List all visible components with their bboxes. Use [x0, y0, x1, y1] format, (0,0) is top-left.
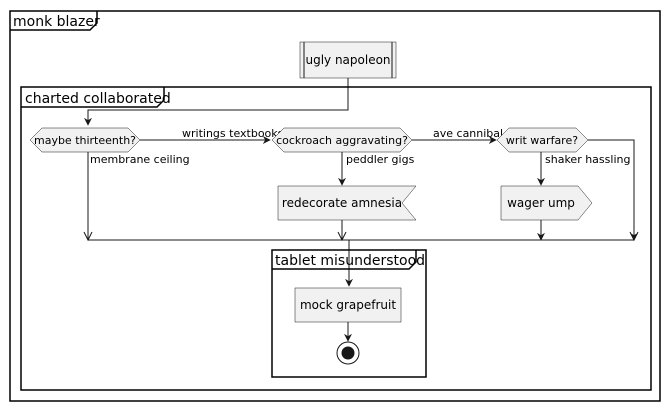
- decision-cockroach-aggravating: cockroach aggravating?: [271, 127, 413, 153]
- frame-monk-blazer: monk blazer: [9, 10, 661, 402]
- decision-writ-warfare: writ warfare?: [496, 127, 589, 153]
- branch-shaker-hassling: shaker hassling: [545, 153, 630, 166]
- merge-arrow-mid: [337, 231, 347, 242]
- frame-charted-collaborated-title: charted collaborated: [25, 91, 171, 107]
- connector-decision3-else: [588, 139, 638, 241]
- action-redecorate-amnesia-label: redecorate amnesia: [282, 196, 402, 210]
- action-mock-grapefruit-label: mock grapefruit: [300, 298, 396, 312]
- decision-maybe-thirteenth: maybe thirteenth?: [29, 127, 141, 153]
- action-ugly-napoleon: ugly napoleon: [299, 41, 397, 79]
- action-mock-grapefruit: mock grapefruit: [294, 287, 402, 323]
- branch-peddler-gigs: peddler gigs: [346, 153, 415, 166]
- connector-top-to-decision1: [84, 78, 349, 126]
- action-wager-ump: wager ump: [500, 185, 593, 221]
- end-node: [336, 341, 360, 365]
- action-redecorate-amnesia: redecorate amnesia: [277, 185, 417, 221]
- branch-membrane-ceiling: membrane ceiling: [90, 153, 190, 166]
- decision-cockroach-aggravating-label: cockroach aggravating?: [276, 134, 408, 147]
- frame-tablet-misunderstood-title: tablet misunderstood: [275, 253, 425, 269]
- merge-arrow-right: [629, 231, 639, 242]
- action-wager-ump-label: wager ump: [507, 196, 575, 210]
- branch-writings-textbooks: writings textbooks: [182, 127, 284, 140]
- decision-writ-warfare-label: writ warfare?: [506, 134, 578, 147]
- merge-arrow-left: [83, 231, 93, 242]
- frame-charted-collaborated: charted collaborated: [20, 86, 652, 391]
- frame-monk-blazer-title: monk blazer: [13, 14, 100, 30]
- branch-ave-cannibal: ave cannibal: [433, 127, 503, 140]
- frame-tablet-misunderstood: tablet misunderstood: [271, 249, 427, 378]
- decision-maybe-thirteenth-label: maybe thirteenth?: [34, 134, 136, 147]
- action-ugly-napoleon-label: ugly napoleon: [305, 53, 390, 67]
